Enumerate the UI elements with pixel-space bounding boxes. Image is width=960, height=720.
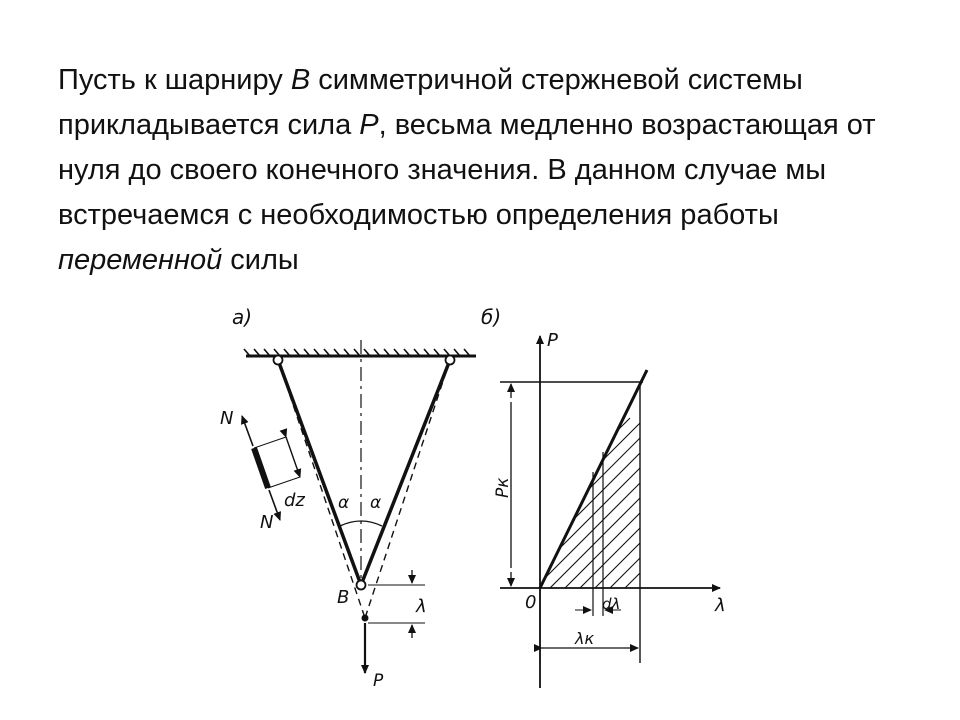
displaced-hinge xyxy=(361,614,369,622)
figure: a) N N dz α α B xyxy=(220,298,750,708)
angle-right-label: α xyxy=(370,493,381,513)
bar-element xyxy=(240,415,302,521)
y-axis-label: P xyxy=(547,330,558,351)
force-n-top-label: N xyxy=(220,408,233,429)
panel-b-label: б) xyxy=(481,305,501,329)
load-p-label: P xyxy=(373,671,384,691)
force-n-bottom-label: N xyxy=(260,512,273,533)
text-segment: Пусть к шарниру xyxy=(58,64,291,96)
joint-b-label: B xyxy=(337,587,349,608)
italic-term: переменной xyxy=(58,244,223,276)
lambda-k-label: λк xyxy=(574,629,594,648)
angle-arc xyxy=(339,520,383,527)
angle-left-label: α xyxy=(338,493,349,513)
lambda-k-dimension xyxy=(534,590,639,663)
left-bar-deformed xyxy=(277,359,366,619)
italic-term: P xyxy=(359,109,379,141)
text-segment: , весьма медленно возрастающая от нуля д… xyxy=(58,109,876,231)
truss-diagram: a) N N dz α α B xyxy=(220,305,476,691)
italic-term: B xyxy=(290,64,311,96)
panel-a-label: a) xyxy=(232,305,252,329)
right-bar-deformed xyxy=(364,359,451,619)
lambda-label: λ xyxy=(415,596,427,617)
hinge-b xyxy=(355,579,367,591)
dz-label: dz xyxy=(284,490,305,511)
right-support-hinge xyxy=(444,354,456,366)
x-axis-label: λ xyxy=(714,595,726,616)
origin-label: 0 xyxy=(525,592,536,613)
text-segment: симметричной стержневой системы приклады… xyxy=(58,64,803,141)
left-bar xyxy=(276,359,363,586)
d-lambda-label: dλ xyxy=(602,595,620,613)
force-n-bottom-arrow xyxy=(268,489,282,521)
pk-label: Pк xyxy=(493,477,513,498)
left-support-hinge xyxy=(272,354,284,366)
displacement-dimension xyxy=(368,570,425,638)
body-paragraph: Пусть к шарниру B симметричной стержнево… xyxy=(58,58,928,283)
force-displacement-plot: б) P λ 0 dλ Pк xyxy=(481,305,726,688)
force-n-top-arrow xyxy=(240,415,254,447)
strip-d-lambda xyxy=(575,452,621,616)
right-bar xyxy=(359,359,452,586)
ceiling-support xyxy=(243,348,476,358)
text-segment: силы xyxy=(222,244,299,276)
